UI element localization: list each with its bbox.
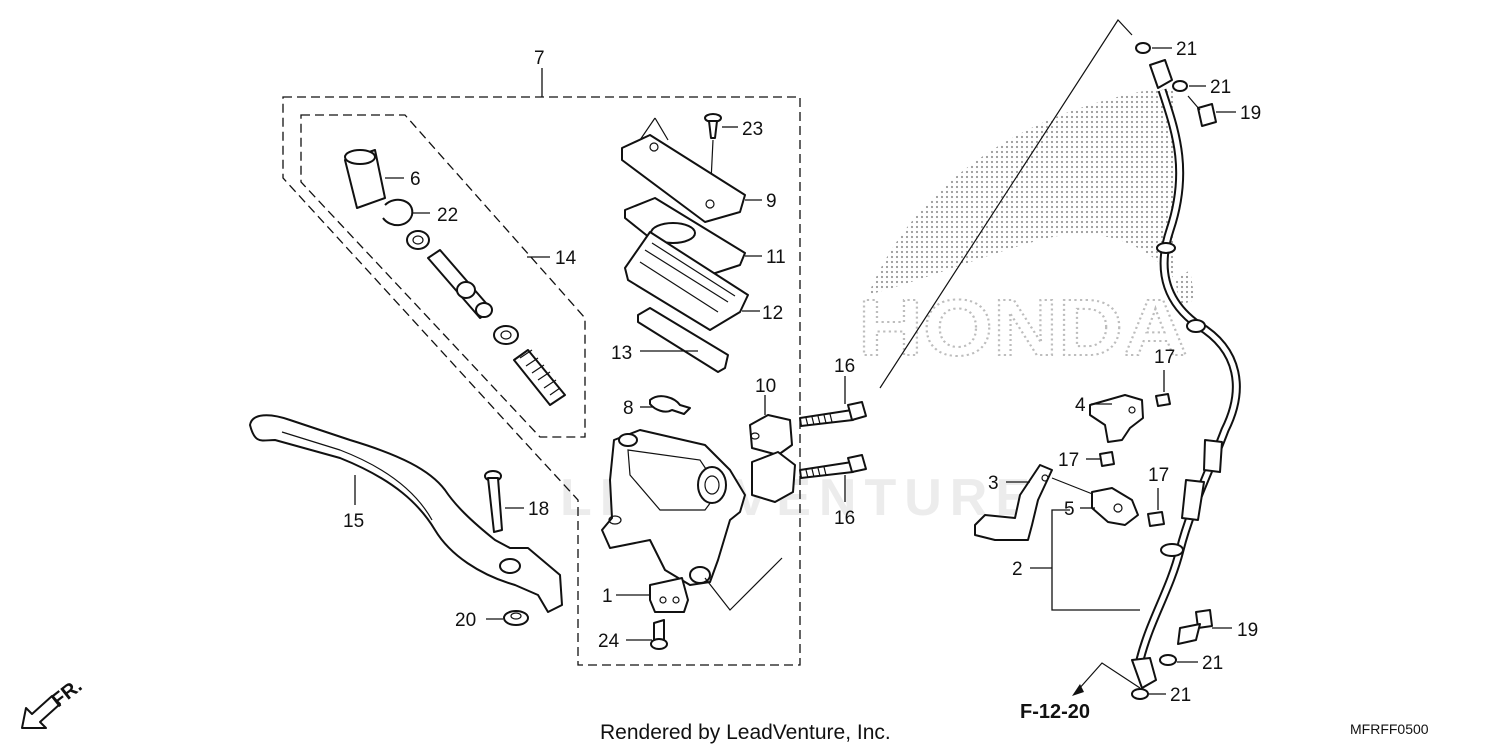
- callout-17b: 17: [1058, 450, 1079, 471]
- part-24-screw: [650, 619, 668, 650]
- part-21-washer-bottom-b: [1131, 688, 1149, 700]
- callout-1: 1: [602, 586, 613, 607]
- part-3-stay: [974, 464, 1053, 541]
- callout-17c: 17: [1148, 465, 1169, 486]
- part-22-circlip: [382, 198, 414, 227]
- piston-kit-parts: [406, 230, 566, 406]
- part-1-brake-switch: [649, 577, 689, 613]
- bracket-2: [1051, 509, 1140, 611]
- part-21-washer-bottom-a: [1159, 654, 1177, 666]
- callout-7: 7: [534, 48, 545, 69]
- callout-20: 20: [455, 610, 476, 631]
- callout-15: 15: [343, 511, 364, 532]
- part-19-bolt-bottom: [1177, 609, 1213, 645]
- part-16-bolt-lower: [799, 454, 867, 479]
- part-20-nut: [503, 610, 529, 626]
- part-4-hose-clamp: [1089, 394, 1144, 443]
- hose-top-pointer: [879, 19, 1133, 389]
- callout-13: 13: [611, 343, 632, 364]
- front-direction-arrow-icon: [21, 695, 61, 729]
- part-21-washer-top-a: [1135, 42, 1151, 54]
- assembly-7-boundary: [282, 96, 801, 666]
- part-19-bolt-top: [1187, 95, 1217, 127]
- callout-16b: 16: [834, 508, 855, 529]
- callout-17a: 17: [1154, 347, 1175, 368]
- part-16-bolt-upper: [799, 401, 867, 427]
- part-2-brake-hose: [1131, 59, 1241, 689]
- callout-12: 12: [762, 303, 783, 324]
- callout-10: 10: [755, 376, 776, 397]
- part-15-brake-lever: [249, 414, 563, 613]
- part-13-float: [637, 307, 729, 373]
- part-17-bolt-a: [1155, 393, 1171, 407]
- callout-9: 9: [766, 191, 777, 212]
- callout-23: 23: [742, 119, 763, 140]
- assembly-14-boundary: [300, 114, 586, 438]
- callout-21c: 21: [1202, 653, 1223, 674]
- part-10-holder-clamp: [749, 414, 796, 503]
- callout-19b: 19: [1237, 620, 1258, 641]
- callout-8: 8: [623, 398, 634, 419]
- callout-16a: 16: [834, 356, 855, 377]
- callout-14: 14: [555, 248, 577, 269]
- stay-pointer: [1051, 477, 1096, 496]
- callout-21d: 21: [1170, 685, 1191, 706]
- callout-3: 3: [988, 473, 999, 494]
- part-17-bolt-b: [1099, 451, 1115, 467]
- footer-credit: Rendered by LeadVenture, Inc.: [600, 721, 891, 744]
- callout-24: 24: [598, 631, 620, 652]
- honda-wing-logo: [868, 88, 1195, 305]
- reference-code: F-12-20: [1020, 701, 1090, 723]
- reference-arrow: [1072, 662, 1141, 696]
- part-21-washer-top-b: [1172, 80, 1188, 92]
- callout-18: 18: [528, 499, 549, 520]
- part-6-boot: [344, 149, 386, 209]
- callout-2: 2: [1012, 559, 1023, 580]
- part-23-screw: [704, 113, 722, 139]
- callout-4: 4: [1075, 395, 1086, 416]
- part-5-hose-clamp: [1091, 487, 1139, 526]
- part-17-bolt-c: [1147, 511, 1165, 527]
- part-18-pivot-bolt: [484, 470, 503, 533]
- callout-19a: 19: [1240, 103, 1261, 124]
- part-9-reservoir-cap: [621, 134, 746, 223]
- callout-21b: 21: [1210, 77, 1231, 98]
- honda-watermark-text: HONDA: [858, 283, 1188, 372]
- callout-21a: 21: [1176, 39, 1197, 60]
- master-cylinder-body: [601, 429, 746, 586]
- callout-6: 6: [410, 169, 421, 190]
- body-mount-pointer: [704, 557, 783, 611]
- callout-22: 22: [437, 205, 458, 226]
- diagram-code: MFRFF0500: [1350, 721, 1429, 737]
- callout-11: 11: [766, 247, 786, 268]
- part-8-clip: [649, 395, 691, 415]
